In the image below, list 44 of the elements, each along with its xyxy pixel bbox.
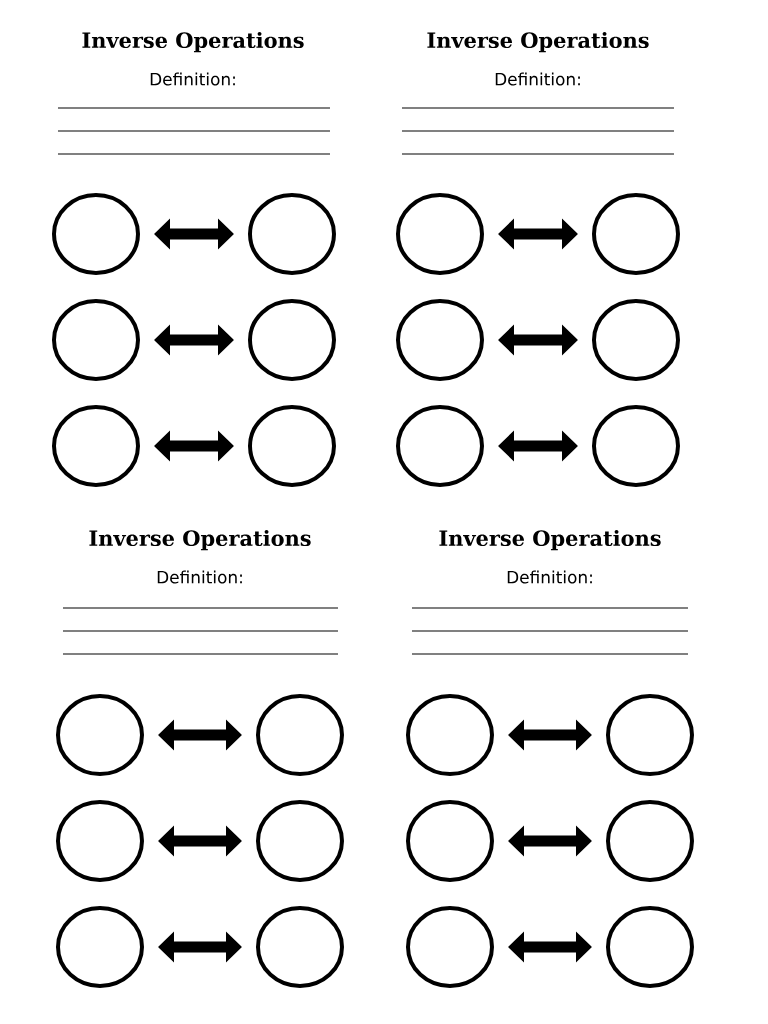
- label: Definition:: [507, 570, 592, 584]
- double-arrow: [508, 719, 592, 751]
- circle: [52, 299, 140, 381]
- double-arrow: [154, 218, 234, 250]
- double-arrow: [508, 931, 592, 963]
- circle: [396, 405, 484, 487]
- circle: [406, 694, 494, 776]
- double-arrow: [498, 324, 578, 356]
- circle: [56, 694, 144, 776]
- circle: [52, 405, 140, 487]
- label: Definition:: [150, 72, 235, 86]
- double-arrow: [158, 931, 242, 963]
- circle: [56, 800, 144, 882]
- label: Definition:: [157, 570, 242, 584]
- circle: [56, 906, 144, 988]
- circle: [248, 193, 336, 275]
- circle: [256, 906, 344, 988]
- heading: Inverse Operations: [427, 31, 649, 53]
- double-arrow: [154, 324, 234, 356]
- double-arrow: [508, 825, 592, 857]
- heading: Inverse Operations: [89, 529, 311, 551]
- circle: [406, 906, 494, 988]
- circle: [256, 694, 344, 776]
- circle: [606, 800, 694, 882]
- circle: [52, 193, 140, 275]
- circle: [248, 405, 336, 487]
- circle: [248, 299, 336, 381]
- double-arrow: [158, 825, 242, 857]
- circle: [592, 193, 680, 275]
- circle: [606, 906, 694, 988]
- heading: Inverse Operations: [82, 31, 304, 53]
- circle: [606, 694, 694, 776]
- circle: [592, 405, 680, 487]
- circle: [592, 299, 680, 381]
- double-arrow: [498, 430, 578, 462]
- double-arrow: [154, 430, 234, 462]
- circle: [256, 800, 344, 882]
- circle: [396, 193, 484, 275]
- heading: Inverse Operations: [439, 529, 661, 551]
- circle: [396, 299, 484, 381]
- double-arrow: [158, 719, 242, 751]
- label: Definition:: [495, 72, 580, 86]
- double-arrow: [498, 218, 578, 250]
- circle: [406, 800, 494, 882]
